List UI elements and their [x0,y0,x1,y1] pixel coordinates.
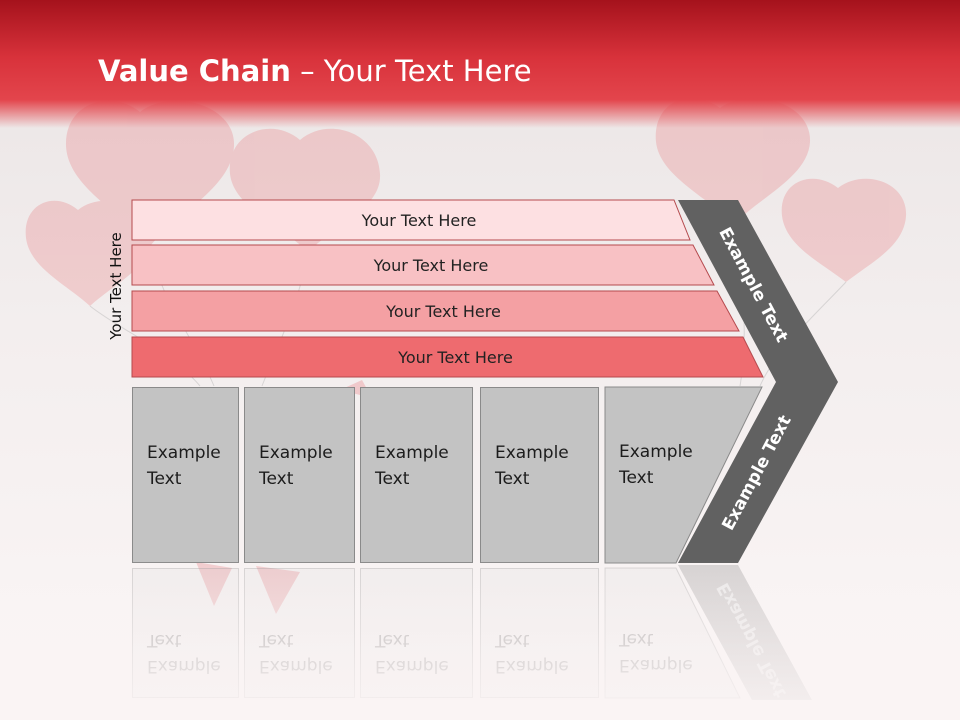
band-label: Your Text Here [386,301,501,321]
band-shape [131,199,691,241]
band-shape [131,244,715,286]
column-reflection-label: Example Text [619,629,693,675]
column-reflection: Example Text [244,568,355,698]
column-label: Example Text [259,443,333,489]
band-label: Your Text Here [373,255,489,275]
column-box-1: Example Text [132,387,239,563]
band-label: Your Text Here [398,347,513,367]
side-label: Your Text Here [107,232,125,340]
band-shape [131,336,764,378]
column-reflection: Example Text [480,568,599,698]
page-title: Value Chain – Your Text Here [98,54,532,88]
column-reflection-label: Example Text [259,630,333,676]
column-box-5: Example Text [605,387,755,563]
band-row-3: Your Text Here [132,291,739,331]
band-row-1: Your Text Here [132,200,690,240]
column-reflection: Example Text [360,568,473,698]
column-reflection: Example Text [132,568,239,698]
band-label: Your Text Here [361,210,477,230]
band-row-2: Your Text Here [132,245,714,285]
column-label: Example Text [495,443,569,489]
band-row-4: Your Text Here [132,337,763,377]
column-label: Example Text [147,443,221,489]
column-label: Example Text [619,442,693,488]
title-bar: Value Chain – Your Text Here [0,0,960,128]
band-shape [131,290,740,332]
chevron-arrow [678,200,838,563]
column-label: Example Text [375,443,449,489]
column-box-3: Example Text [360,387,473,563]
column-reflection-label: Example Text [495,630,569,676]
column-reflection-label: Example Text [375,630,449,676]
column-box-4: Example Text [480,387,599,563]
column-reflection-label: Example Text [147,630,221,676]
column-box-2: Example Text [244,387,355,563]
